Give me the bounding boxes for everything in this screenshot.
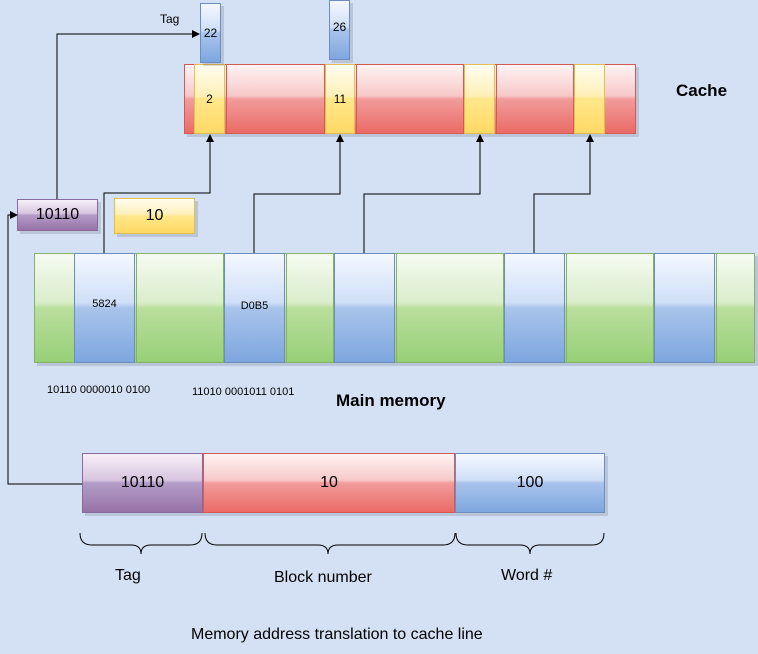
tag-register-value: 10110 bbox=[35, 206, 80, 223]
cache-line-segment bbox=[356, 64, 464, 134]
tag-register: 10110 bbox=[17, 199, 98, 231]
memory-address-label: 11010 0001011 0101 bbox=[192, 386, 295, 398]
cache-tag-cell: 22 bbox=[200, 3, 221, 63]
caption: Memory address translation to cache line bbox=[191, 626, 483, 643]
address-tag-field: 10110 bbox=[82, 453, 203, 513]
address-block-field: 10 bbox=[203, 453, 455, 513]
cache-line-segment bbox=[226, 64, 325, 134]
memory-block-value: D0B5 bbox=[240, 300, 269, 312]
memory-block: 5824 bbox=[74, 253, 135, 363]
address-block-value: 10 bbox=[320, 474, 338, 491]
arrow-memory-to-cache-line-4 bbox=[533, 134, 594, 253]
cache-index-value: 2 bbox=[206, 92, 213, 106]
memory-segment bbox=[566, 253, 654, 363]
cache-title: Cache bbox=[676, 81, 728, 100]
arrow-memory-to-cache-line-1 bbox=[103, 134, 214, 253]
brace-block-number bbox=[204, 532, 456, 555]
address-tag-label: Tag bbox=[115, 567, 141, 584]
address-block-label: Block number bbox=[274, 569, 372, 586]
address-word-label: Word # bbox=[501, 567, 553, 584]
memory-block bbox=[334, 253, 395, 363]
arrow-memory-to-cache-line-3 bbox=[363, 134, 484, 253]
address-word-value: 100 bbox=[516, 474, 544, 491]
cache-index-cell bbox=[574, 64, 605, 134]
cache-index-cell: 11 bbox=[325, 64, 355, 134]
memory-segment bbox=[396, 253, 504, 363]
arrow-memory-to-cache-line-2 bbox=[253, 134, 344, 253]
arrow-address-tag-to-register bbox=[7, 211, 82, 485]
memory-segment bbox=[286, 253, 334, 363]
memory-address-label: 10110 0000010 0100 bbox=[47, 384, 151, 396]
memory-block bbox=[504, 253, 565, 363]
memory-block: D0B5 bbox=[224, 253, 285, 363]
cache-tag-cell: 26 bbox=[329, 0, 350, 60]
address-word-field: 100 bbox=[455, 453, 605, 513]
block-register: 10 bbox=[114, 198, 195, 234]
brace-tag bbox=[79, 532, 203, 555]
cache-tag-value: 22 bbox=[203, 26, 218, 40]
block-register-value: 10 bbox=[145, 207, 164, 224]
memory-block-value: 5824 bbox=[92, 298, 117, 310]
brace-word bbox=[455, 532, 605, 555]
cache-index-cell: 2 bbox=[194, 64, 225, 134]
memory-segment bbox=[716, 253, 755, 363]
memory-block bbox=[654, 253, 715, 363]
cache-index-cell bbox=[464, 64, 495, 134]
address-tag-value: 10110 bbox=[120, 474, 165, 491]
arrow-tag-to-cache-tag bbox=[56, 30, 200, 199]
main-memory-title: Main memory bbox=[336, 391, 446, 410]
memory-segment bbox=[136, 253, 224, 363]
cache-tag-label: Tag bbox=[160, 12, 180, 26]
cache-line-segment bbox=[496, 64, 574, 134]
cache-tag-value: 26 bbox=[332, 20, 347, 34]
cache-index-value: 11 bbox=[333, 92, 347, 106]
